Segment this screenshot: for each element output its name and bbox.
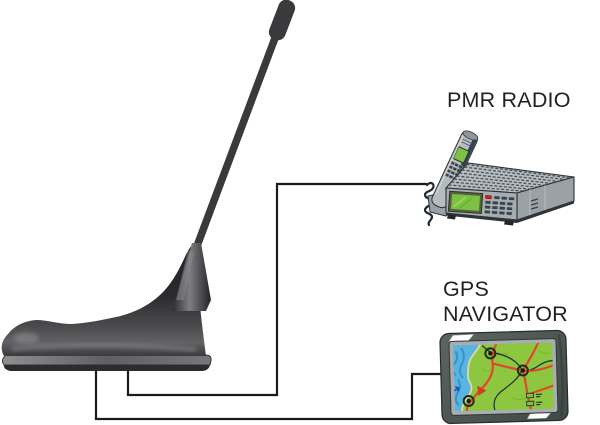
radio-side-slots [530, 198, 539, 210]
antenna-fin-body [1, 244, 206, 356]
radio-display [451, 193, 481, 211]
antenna-whip-tip [268, 0, 296, 41]
antenna-base-plate [2, 354, 212, 366]
waypoint-markers [462, 347, 529, 407]
pmr-radio [423, 130, 575, 227]
antenna-sheen [11, 343, 197, 352]
antenna-nose-highlight [13, 332, 39, 344]
gps-map-screen [453, 342, 554, 412]
wires [94, 182, 446, 421]
gps-navigator-label: GPS NAVIGATOR [443, 277, 568, 327]
radio-led [485, 195, 492, 200]
radio-keypad [484, 195, 515, 216]
gps-bezel-shadow [557, 334, 564, 417]
radio-bottom-strip [446, 201, 574, 223]
heading-arrow [453, 386, 460, 394]
gps-label-line2: NAVIGATOR [443, 302, 568, 326]
radio-foot-left [447, 214, 456, 220]
wire-antenna-to-gps [94, 366, 446, 421]
radio-foot-mid [504, 220, 514, 226]
gps-navigator [439, 329, 569, 425]
antenna-whip-rod [193, 28, 282, 248]
radio-vent-grid [448, 163, 571, 192]
roof-antenna [1, 0, 296, 371]
land-texture [481, 350, 550, 401]
antenna-cone-highlight [176, 250, 194, 300]
pmr-radio-label: PMR RADIO [447, 88, 571, 112]
wire-antenna-to-radio [126, 182, 427, 397]
antenna-base-lip [3, 365, 210, 371]
map-legend [526, 392, 543, 407]
handset-earpiece [462, 130, 479, 141]
gps-label-line1: GPS [443, 277, 490, 301]
position-arrow [477, 385, 487, 396]
